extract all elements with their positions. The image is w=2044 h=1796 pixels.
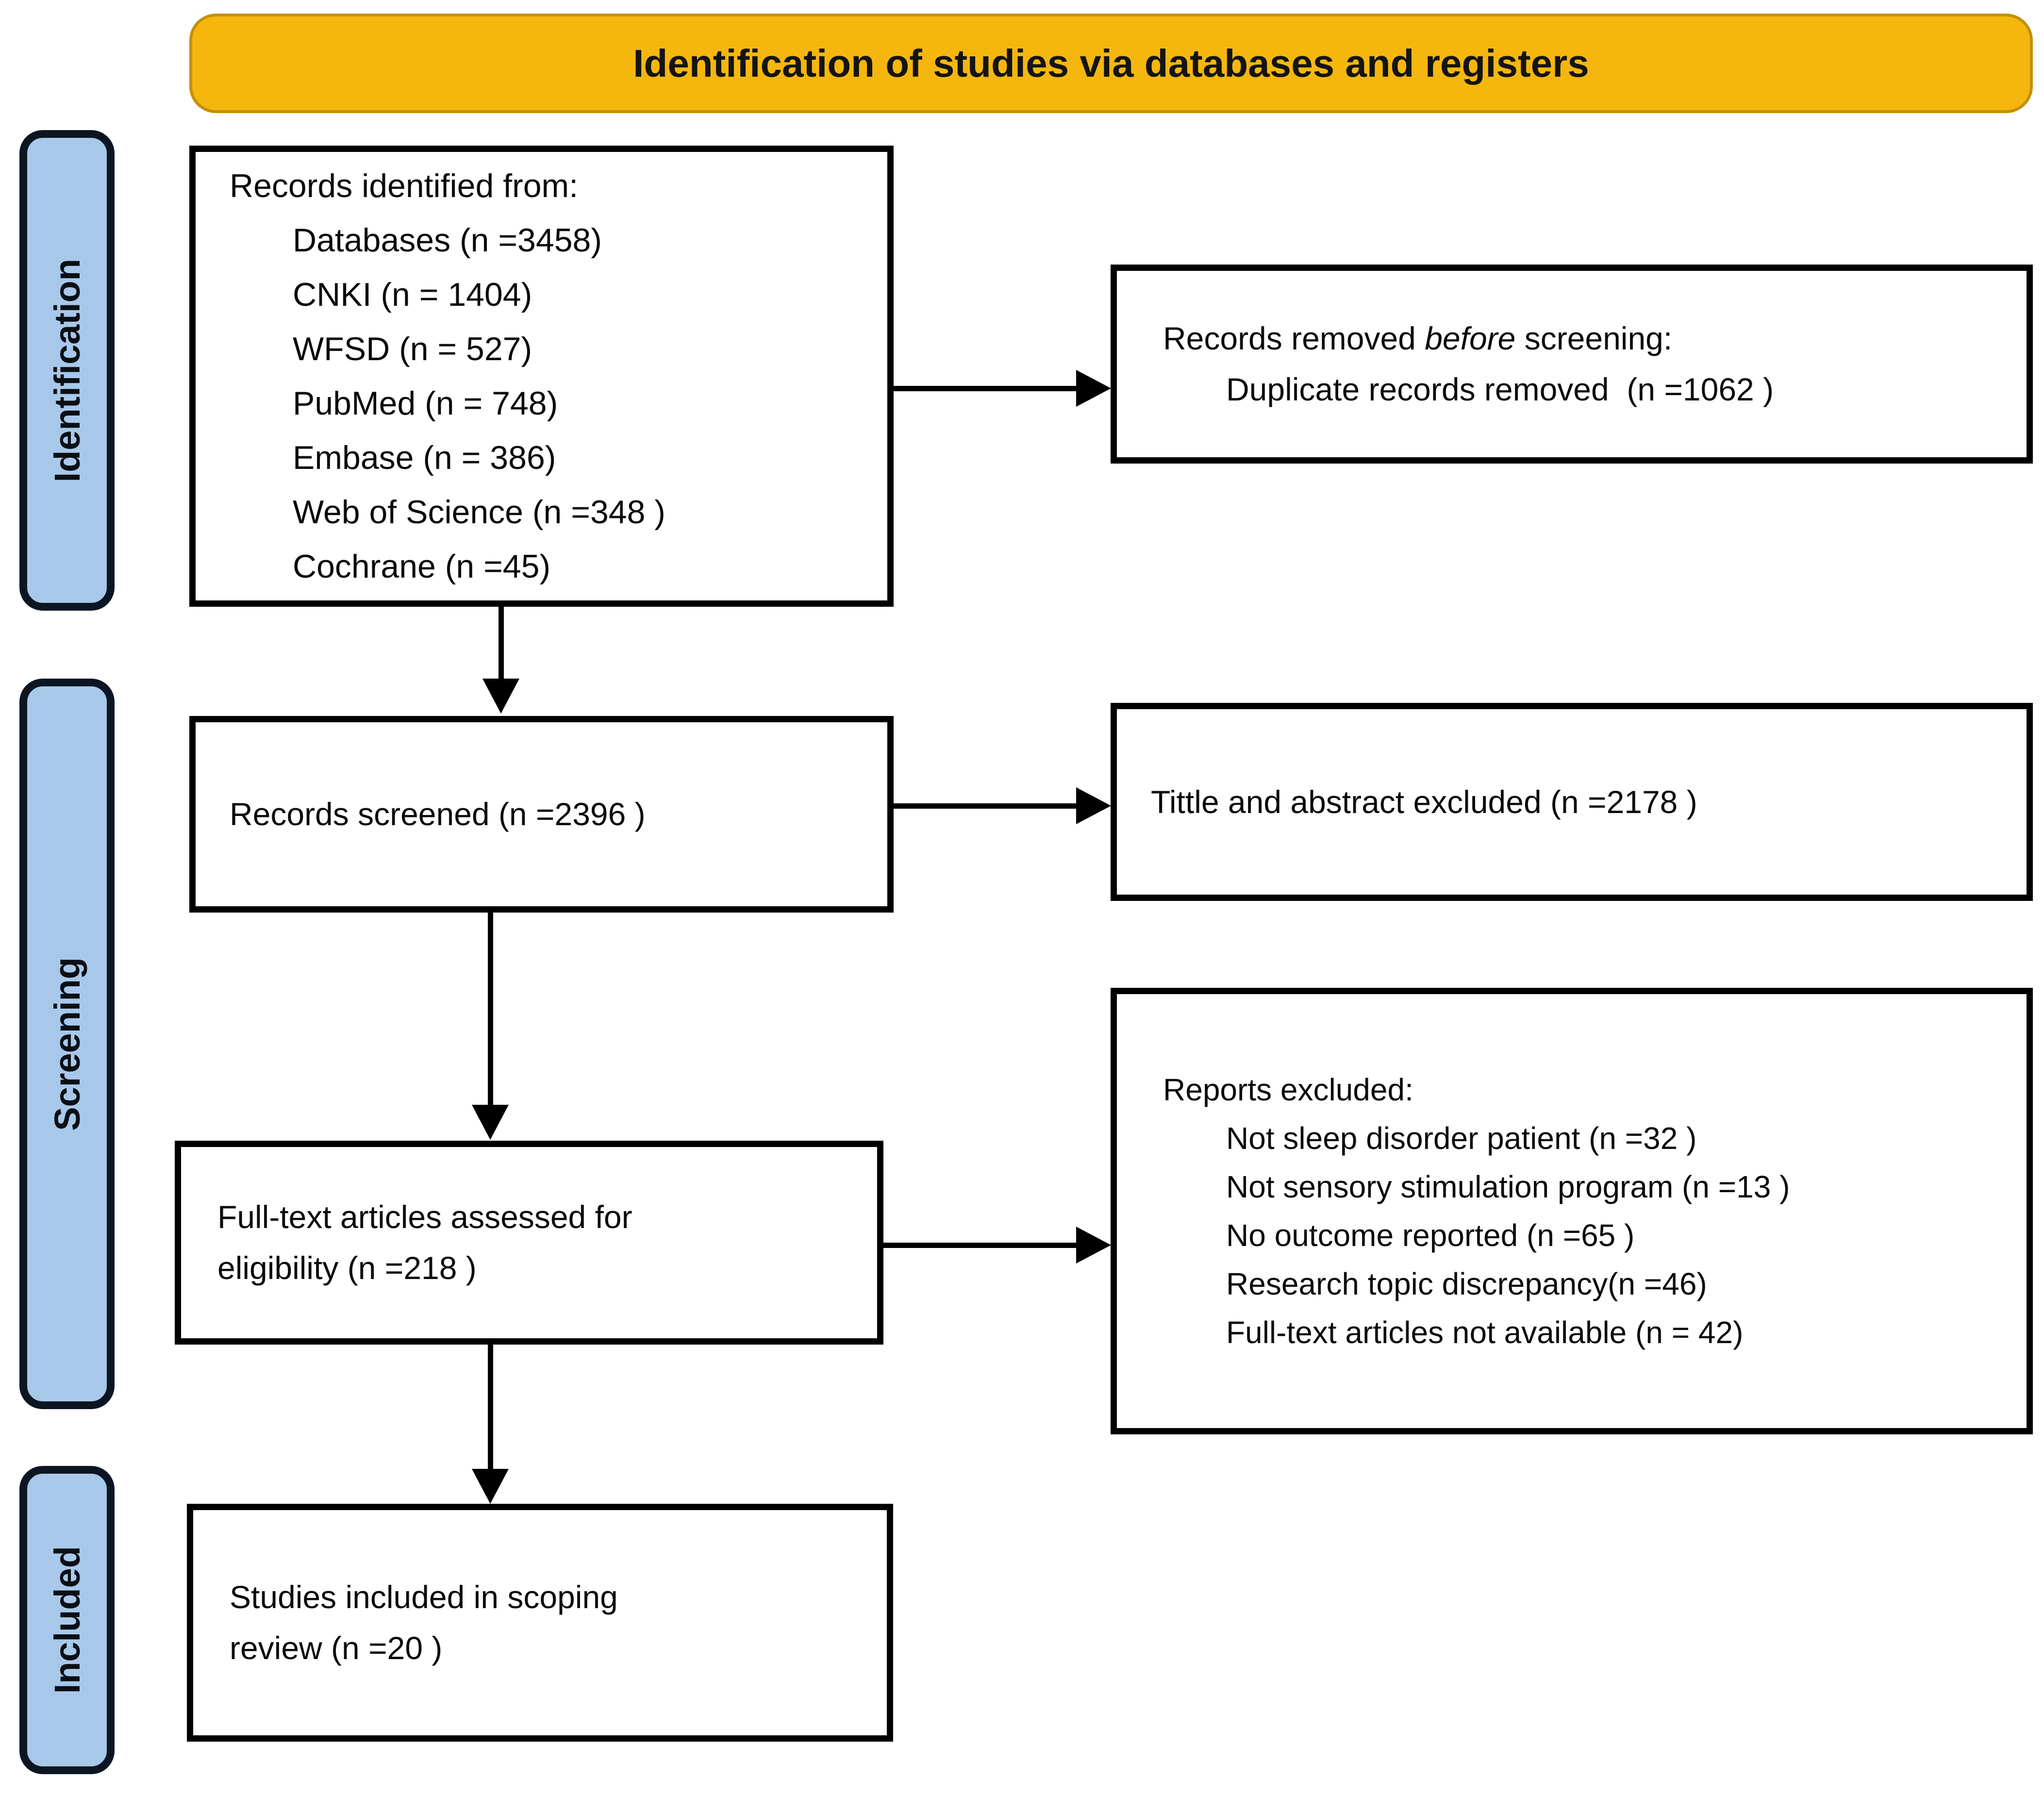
records-removed-title-before: before <box>1425 320 1516 356</box>
arrow-head-right-icon <box>1076 787 1111 824</box>
title-banner-label: Identification of studies via databases … <box>633 41 1589 85</box>
records-identified-title: Records identified from: <box>230 167 579 204</box>
reports-excluded-item-not-sleep: Not sleep disorder patient (n =32 ) <box>1226 1121 1697 1156</box>
studies-included-line2: review (n =20 ) <box>230 1630 443 1666</box>
title-abstract-excluded-label: Tittle and abstract excluded (n =2178 ) <box>1151 783 1697 820</box>
records-removed-duplicates: Duplicate records removed (n =1062 ) <box>1226 371 1774 407</box>
box-reports-excluded: Reports excluded: Not sleep disorder pat… <box>1111 988 2033 1434</box>
arrow-line <box>499 607 504 682</box>
arrow-line <box>894 386 1080 391</box>
arrow-line <box>883 1243 1078 1248</box>
reports-excluded-item-not-sensory: Not sensory stimulation program (n =13 ) <box>1226 1169 1790 1204</box>
box-title-abstract-excluded: Tittle and abstract excluded (n =2178 ) <box>1111 703 2033 901</box>
records-removed-title: Records removed before screening: <box>1163 313 2012 364</box>
box-records-identified: Records identified from: Databases (n =3… <box>189 146 894 607</box>
box-fulltext-assessed: Full-text articles assessed for eligibil… <box>175 1141 883 1345</box>
box-studies-included: Studies included in scoping review (n =2… <box>187 1504 893 1742</box>
arrow-head-down-icon <box>482 679 519 714</box>
reports-excluded-item-no-outcome: No outcome reported (n =65 ) <box>1226 1218 1635 1253</box>
stage-label-screening-text: Screening <box>47 957 87 1131</box>
studies-included-line1: Studies included in scoping <box>230 1579 618 1615</box>
records-identified-item-cochrane: Cochrane (n =45) <box>293 548 551 585</box>
records-removed-title-part1: Records removed <box>1163 320 1425 356</box>
records-removed-title-part3: screening: <box>1515 320 1673 356</box>
arrow-head-right-icon <box>1076 1227 1111 1264</box>
arrow-line <box>488 1345 493 1472</box>
box-records-screened: Records screened (n =2396 ) <box>189 716 894 913</box>
title-banner: Identification of studies via databases … <box>189 14 2033 113</box>
fulltext-assessed-line2: eligibility (n =218 ) <box>217 1250 477 1286</box>
arrow-head-down-icon <box>472 1469 509 1504</box>
records-identified-item-embase: Embase (n = 386) <box>293 439 556 476</box>
reports-excluded-item-topic-discrepancy: Research topic discrepancy(n =46) <box>1226 1266 1707 1301</box>
arrow-line <box>894 803 1078 809</box>
fulltext-assessed-line1: Full-text articles assessed for <box>217 1199 632 1235</box>
records-screened-label: Records screened (n =2396 ) <box>230 796 646 832</box>
records-identified-item-cnki: CNKI (n = 1404) <box>293 276 532 313</box>
stage-label-screening: Screening <box>19 679 115 1409</box>
box-records-removed: Records removed before screening: Duplic… <box>1111 265 2033 464</box>
stage-label-included: Included <box>19 1466 115 1774</box>
arrow-line <box>488 913 493 1107</box>
records-identified-item-databases: Databases (n =3458) <box>293 222 602 259</box>
stage-label-identification-text: Identification <box>47 258 87 482</box>
stage-label-included-text: Included <box>47 1546 87 1694</box>
reports-excluded-title: Reports excluded: <box>1163 1072 1413 1107</box>
records-identified-item-wos: Web of Science (n =348 ) <box>293 494 665 531</box>
reports-excluded-item-not-available: Full-text articles not available (n = 42… <box>1226 1315 1744 1350</box>
arrow-head-down-icon <box>472 1105 509 1140</box>
records-identified-item-pubmed: PubMed (n = 748) <box>293 385 558 422</box>
records-identified-item-wfsd: WFSD (n = 527) <box>293 331 532 367</box>
stage-label-identification: Identification <box>19 130 115 611</box>
arrow-head-right-icon <box>1076 370 1111 407</box>
